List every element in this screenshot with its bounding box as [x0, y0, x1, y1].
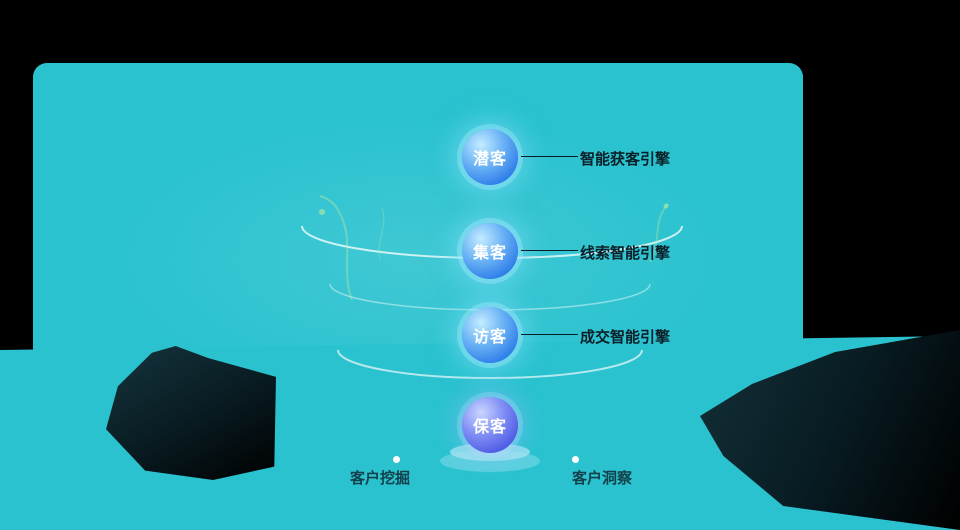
footer-label-1: 客户挖掘 [350, 469, 411, 487]
funnel-stage-label-3: 访客 [472, 327, 507, 346]
funnel-stage-label-4: 保客 [472, 417, 507, 436]
connector-line-1 [521, 156, 578, 157]
connector-line-2 [521, 250, 578, 251]
footer-bullet-dot-icon-1 [393, 456, 400, 463]
funnel-stage-sphere-3: 访客 [462, 307, 518, 363]
footer-label-2: 客户洞察 [572, 469, 633, 487]
footer-bullet-dot-icon-2 [572, 456, 579, 463]
funnel-stage-label-2: 集客 [472, 243, 507, 262]
funnel-stage-label-1: 潜客 [472, 149, 507, 168]
funnel-stage-sphere-1: 潜客 [462, 129, 518, 185]
engine-label-2: 线索智能引擎 [580, 244, 671, 262]
engine-label-3: 成交智能引擎 [580, 328, 671, 346]
funnel-stage-sphere-2: 集客 [462, 223, 518, 279]
connector-line-3 [521, 334, 578, 335]
engine-label-1: 智能获客引擎 [580, 150, 671, 168]
funnel-stage-sphere-4: 保客 [462, 397, 518, 453]
